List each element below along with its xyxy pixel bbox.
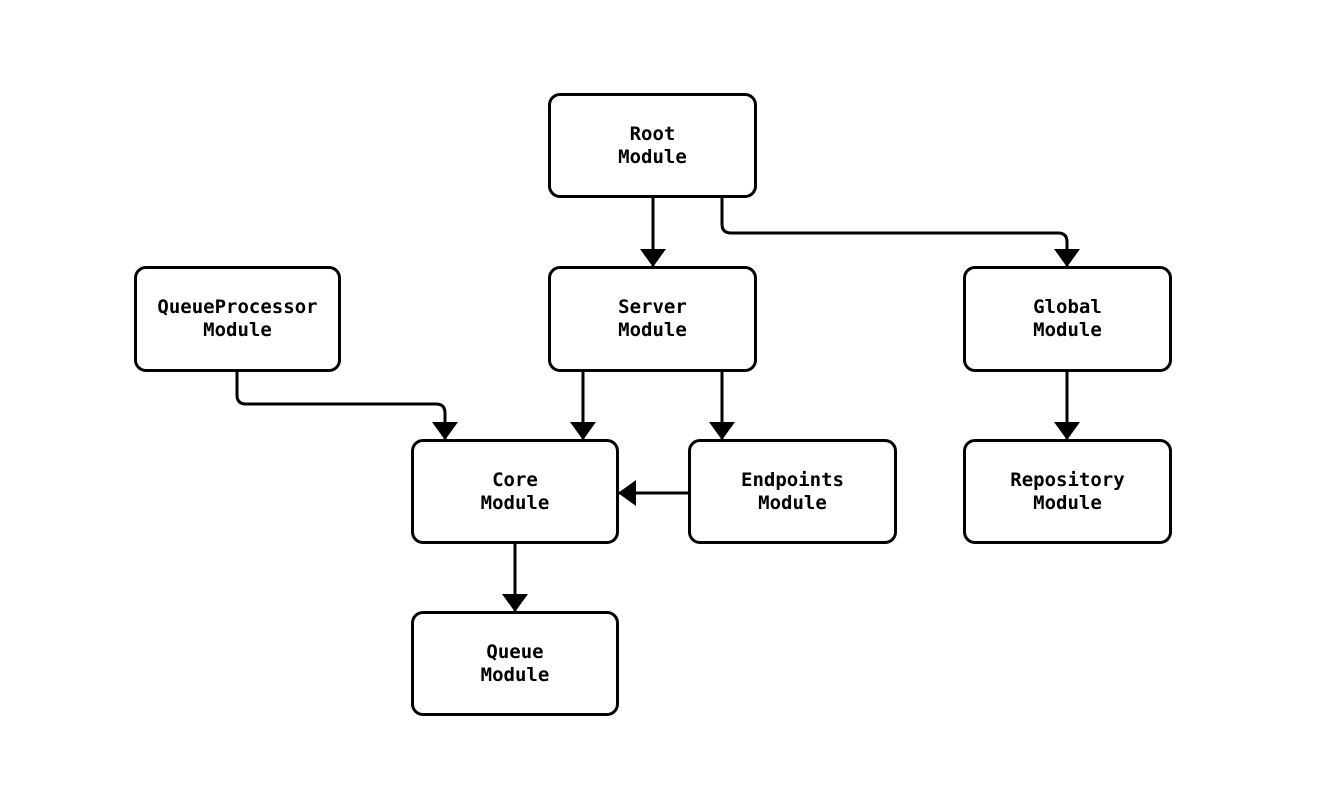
module-node-server: Server Module xyxy=(548,266,757,372)
edge-queueprocessor-core xyxy=(235,372,458,440)
module-node-label: Root Module xyxy=(618,122,687,168)
module-node-label: Repository Module xyxy=(1010,468,1125,514)
module-node-label: Queue Module xyxy=(480,640,550,686)
module-node-label: Core Module xyxy=(480,468,550,514)
module-node-label: QueueProcessor Module xyxy=(157,296,318,341)
module-node-root: Root Module xyxy=(548,93,757,198)
module-node-label: Endpoints Module xyxy=(741,468,844,514)
module-node-label: Server Module xyxy=(618,296,687,341)
module-node-label: Global Module xyxy=(1033,296,1102,341)
module-node-queue: Queue Module xyxy=(411,611,619,716)
module-node-core: Core Module xyxy=(411,439,619,544)
module-node-queueprocessor: QueueProcessor Module xyxy=(134,266,341,372)
edge-root-global xyxy=(720,198,1080,267)
module-node-repository: Repository Module xyxy=(963,439,1172,544)
module-node-endpoints: Endpoints Module xyxy=(688,439,897,544)
module-node-global: Global Module xyxy=(963,266,1172,372)
